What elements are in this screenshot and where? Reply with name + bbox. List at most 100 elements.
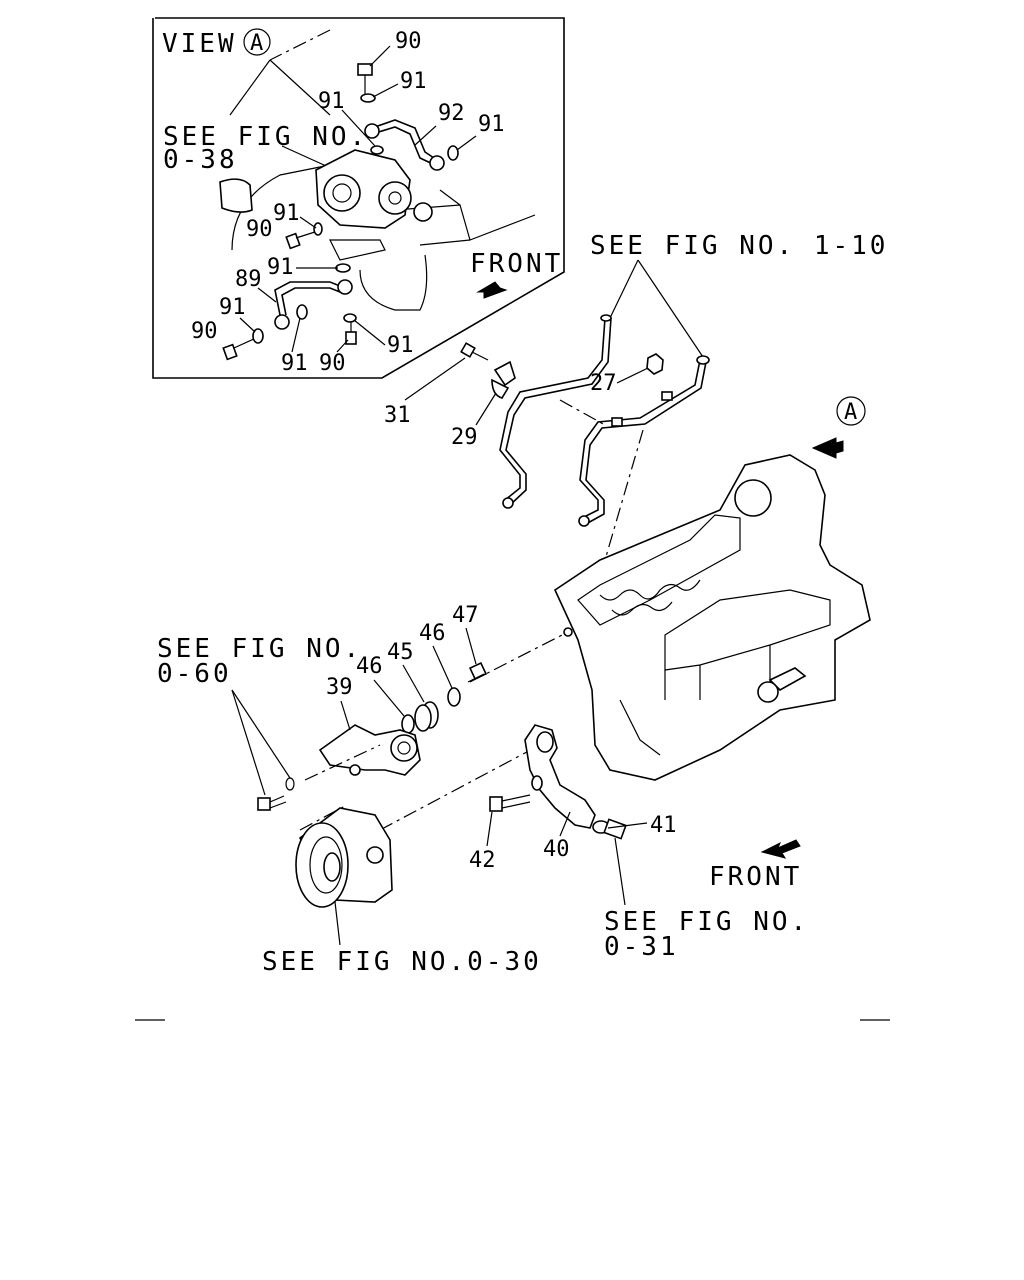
pipe-end — [502, 497, 514, 509]
pipe-end — [696, 355, 710, 365]
leader-line — [353, 319, 386, 346]
washer — [360, 93, 376, 103]
pump-port — [378, 181, 412, 215]
view-letter-circle — [243, 28, 271, 56]
leader-line — [456, 135, 477, 151]
bracket-39-hole — [397, 741, 411, 755]
leader-line — [637, 259, 706, 361]
pipe-89 — [281, 287, 346, 316]
part-number: 31 — [384, 403, 411, 428]
part-number: 42 — [469, 848, 496, 873]
inset-leader — [229, 59, 271, 116]
eye-bolt-end — [429, 155, 445, 171]
bolt-shank — [501, 794, 531, 802]
engine-block — [553, 454, 871, 781]
pump-pulley — [295, 822, 349, 908]
leader-line — [475, 392, 497, 426]
bracket-39-hole — [349, 764, 361, 776]
leader-line — [257, 287, 277, 303]
o-ring-46 — [447, 687, 461, 707]
front-label: FRONT — [709, 862, 802, 892]
filler — [734, 479, 772, 517]
dashed-assembly-line — [379, 744, 541, 831]
leader-line — [609, 259, 639, 319]
part-number: 91 — [281, 351, 308, 376]
part-number: 91 — [267, 255, 294, 280]
bolt-shank — [467, 673, 485, 683]
part-number: 90 — [246, 217, 273, 242]
part-number: 90 — [191, 319, 218, 344]
inset-callouts: 90 91 91 92 91 91 90 91 89 91 90 91 90 9… — [191, 29, 505, 376]
washer — [313, 222, 323, 236]
washer — [370, 145, 384, 155]
engine-outline — [359, 254, 428, 311]
part-number: 29 — [451, 425, 478, 450]
leader-line — [373, 679, 405, 717]
nut-27 — [646, 353, 664, 375]
oil-pipe — [499, 317, 606, 501]
bolt-shank — [233, 337, 257, 349]
leader-line — [616, 367, 649, 384]
dashed-assembly-line — [604, 429, 644, 561]
inset-see-fig-line1: SEE FIG NO. — [163, 122, 368, 152]
inset-front-arrow — [476, 281, 508, 299]
pulley-fragment — [219, 178, 253, 213]
part-number: 46 — [419, 621, 446, 646]
oil-pipe — [585, 361, 707, 525]
bolt-head — [222, 343, 238, 361]
clip — [493, 360, 516, 387]
main-view: SEE FIG NO. 1-10 A — [135, 231, 890, 1021]
leader-line — [239, 317, 256, 333]
part-number: 91 — [400, 69, 427, 94]
pipe-89 — [274, 281, 346, 316]
eye-bolt-end — [274, 314, 290, 330]
washer — [252, 328, 264, 344]
leader-line — [231, 689, 266, 796]
pipe-40-flange — [536, 731, 554, 753]
bolt-head — [345, 331, 357, 345]
leader-line — [340, 700, 351, 731]
pump-port-inner — [388, 191, 402, 205]
exhaust-manifold — [577, 514, 741, 626]
part-number: 91 — [318, 89, 345, 114]
washer — [335, 263, 351, 273]
eye-bolt-end — [364, 123, 380, 139]
leader-line — [432, 645, 453, 689]
view-a-arrow — [811, 437, 844, 459]
pump-hub — [323, 852, 341, 882]
bolt-head — [460, 342, 476, 358]
bolt-shank — [471, 351, 489, 361]
part-number: 89 — [235, 267, 262, 292]
dashed-assembly-line — [469, 631, 569, 683]
leader-line — [291, 317, 301, 353]
leader-line — [402, 664, 425, 703]
see-fig-0-30: SEE FIG NO.0-30 — [262, 947, 542, 977]
o-ring-46 — [401, 714, 415, 734]
view-label: VIEW — [162, 29, 237, 59]
fitting — [413, 202, 433, 222]
rocker-cover — [664, 589, 831, 671]
manifold-ports — [611, 601, 673, 616]
pump-fitting — [366, 846, 384, 864]
clip — [661, 391, 673, 401]
leader-line — [341, 109, 376, 147]
leader-line — [369, 45, 391, 67]
leader-line — [559, 811, 571, 837]
bolt-head — [257, 797, 271, 811]
part-number: 91 — [387, 333, 414, 358]
inset-view-a: VIEW A SEE FIG NO. 0-38 — [152, 17, 565, 379]
leader-line — [336, 339, 349, 353]
pipe-end — [600, 314, 612, 322]
washer — [285, 777, 295, 791]
bolt-shank — [269, 801, 287, 809]
part-number: 91 — [478, 112, 505, 137]
front-arrow — [760, 839, 801, 859]
see-fig-0-31-line2: 0-31 — [604, 932, 679, 962]
fitting-0-31 — [603, 818, 627, 840]
mount-hole — [563, 627, 573, 637]
part-number: 92 — [438, 101, 465, 126]
part-number: 90 — [319, 351, 346, 376]
part-number: 46 — [356, 654, 383, 679]
view-a-marker-circle — [836, 396, 866, 426]
